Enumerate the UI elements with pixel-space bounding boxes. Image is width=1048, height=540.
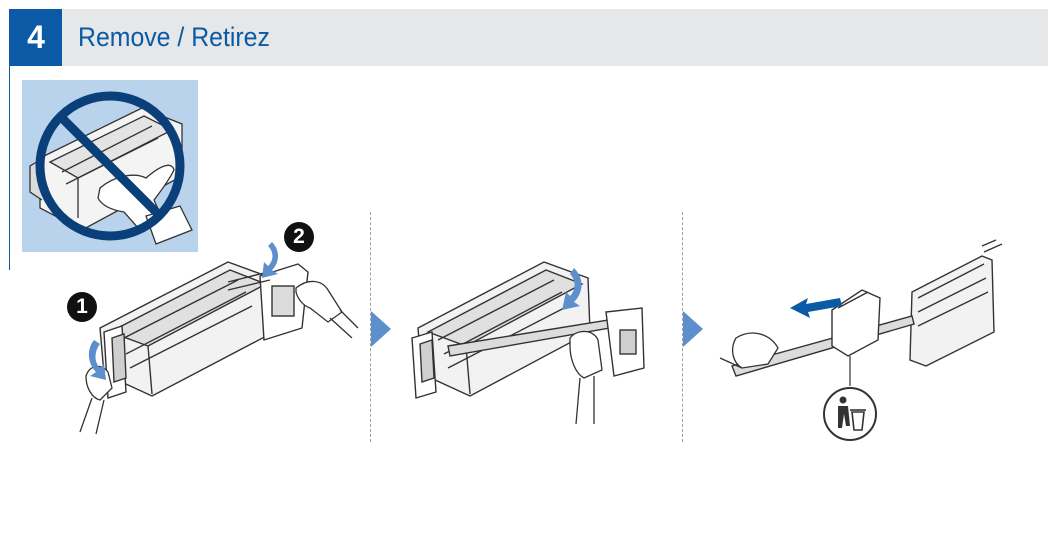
step-number-badge: 4 xyxy=(9,9,62,66)
step-title: Remove / Retirez xyxy=(78,9,270,66)
label-2-badge: 2 xyxy=(284,222,314,252)
label-1-badge: 1 xyxy=(67,292,97,322)
recycle-disposal-icon xyxy=(824,388,876,440)
drum-unit-illustration-c xyxy=(712,236,1012,466)
next-step-arrow-icon xyxy=(371,311,391,347)
do-not-touch-illustration xyxy=(22,80,198,252)
drum-unit-illustration-a xyxy=(60,228,360,438)
left-rule xyxy=(9,66,10,270)
warning-panel xyxy=(22,80,198,252)
drum-unit-illustration-b xyxy=(398,228,668,438)
next-step-arrow-icon-2 xyxy=(683,311,703,347)
